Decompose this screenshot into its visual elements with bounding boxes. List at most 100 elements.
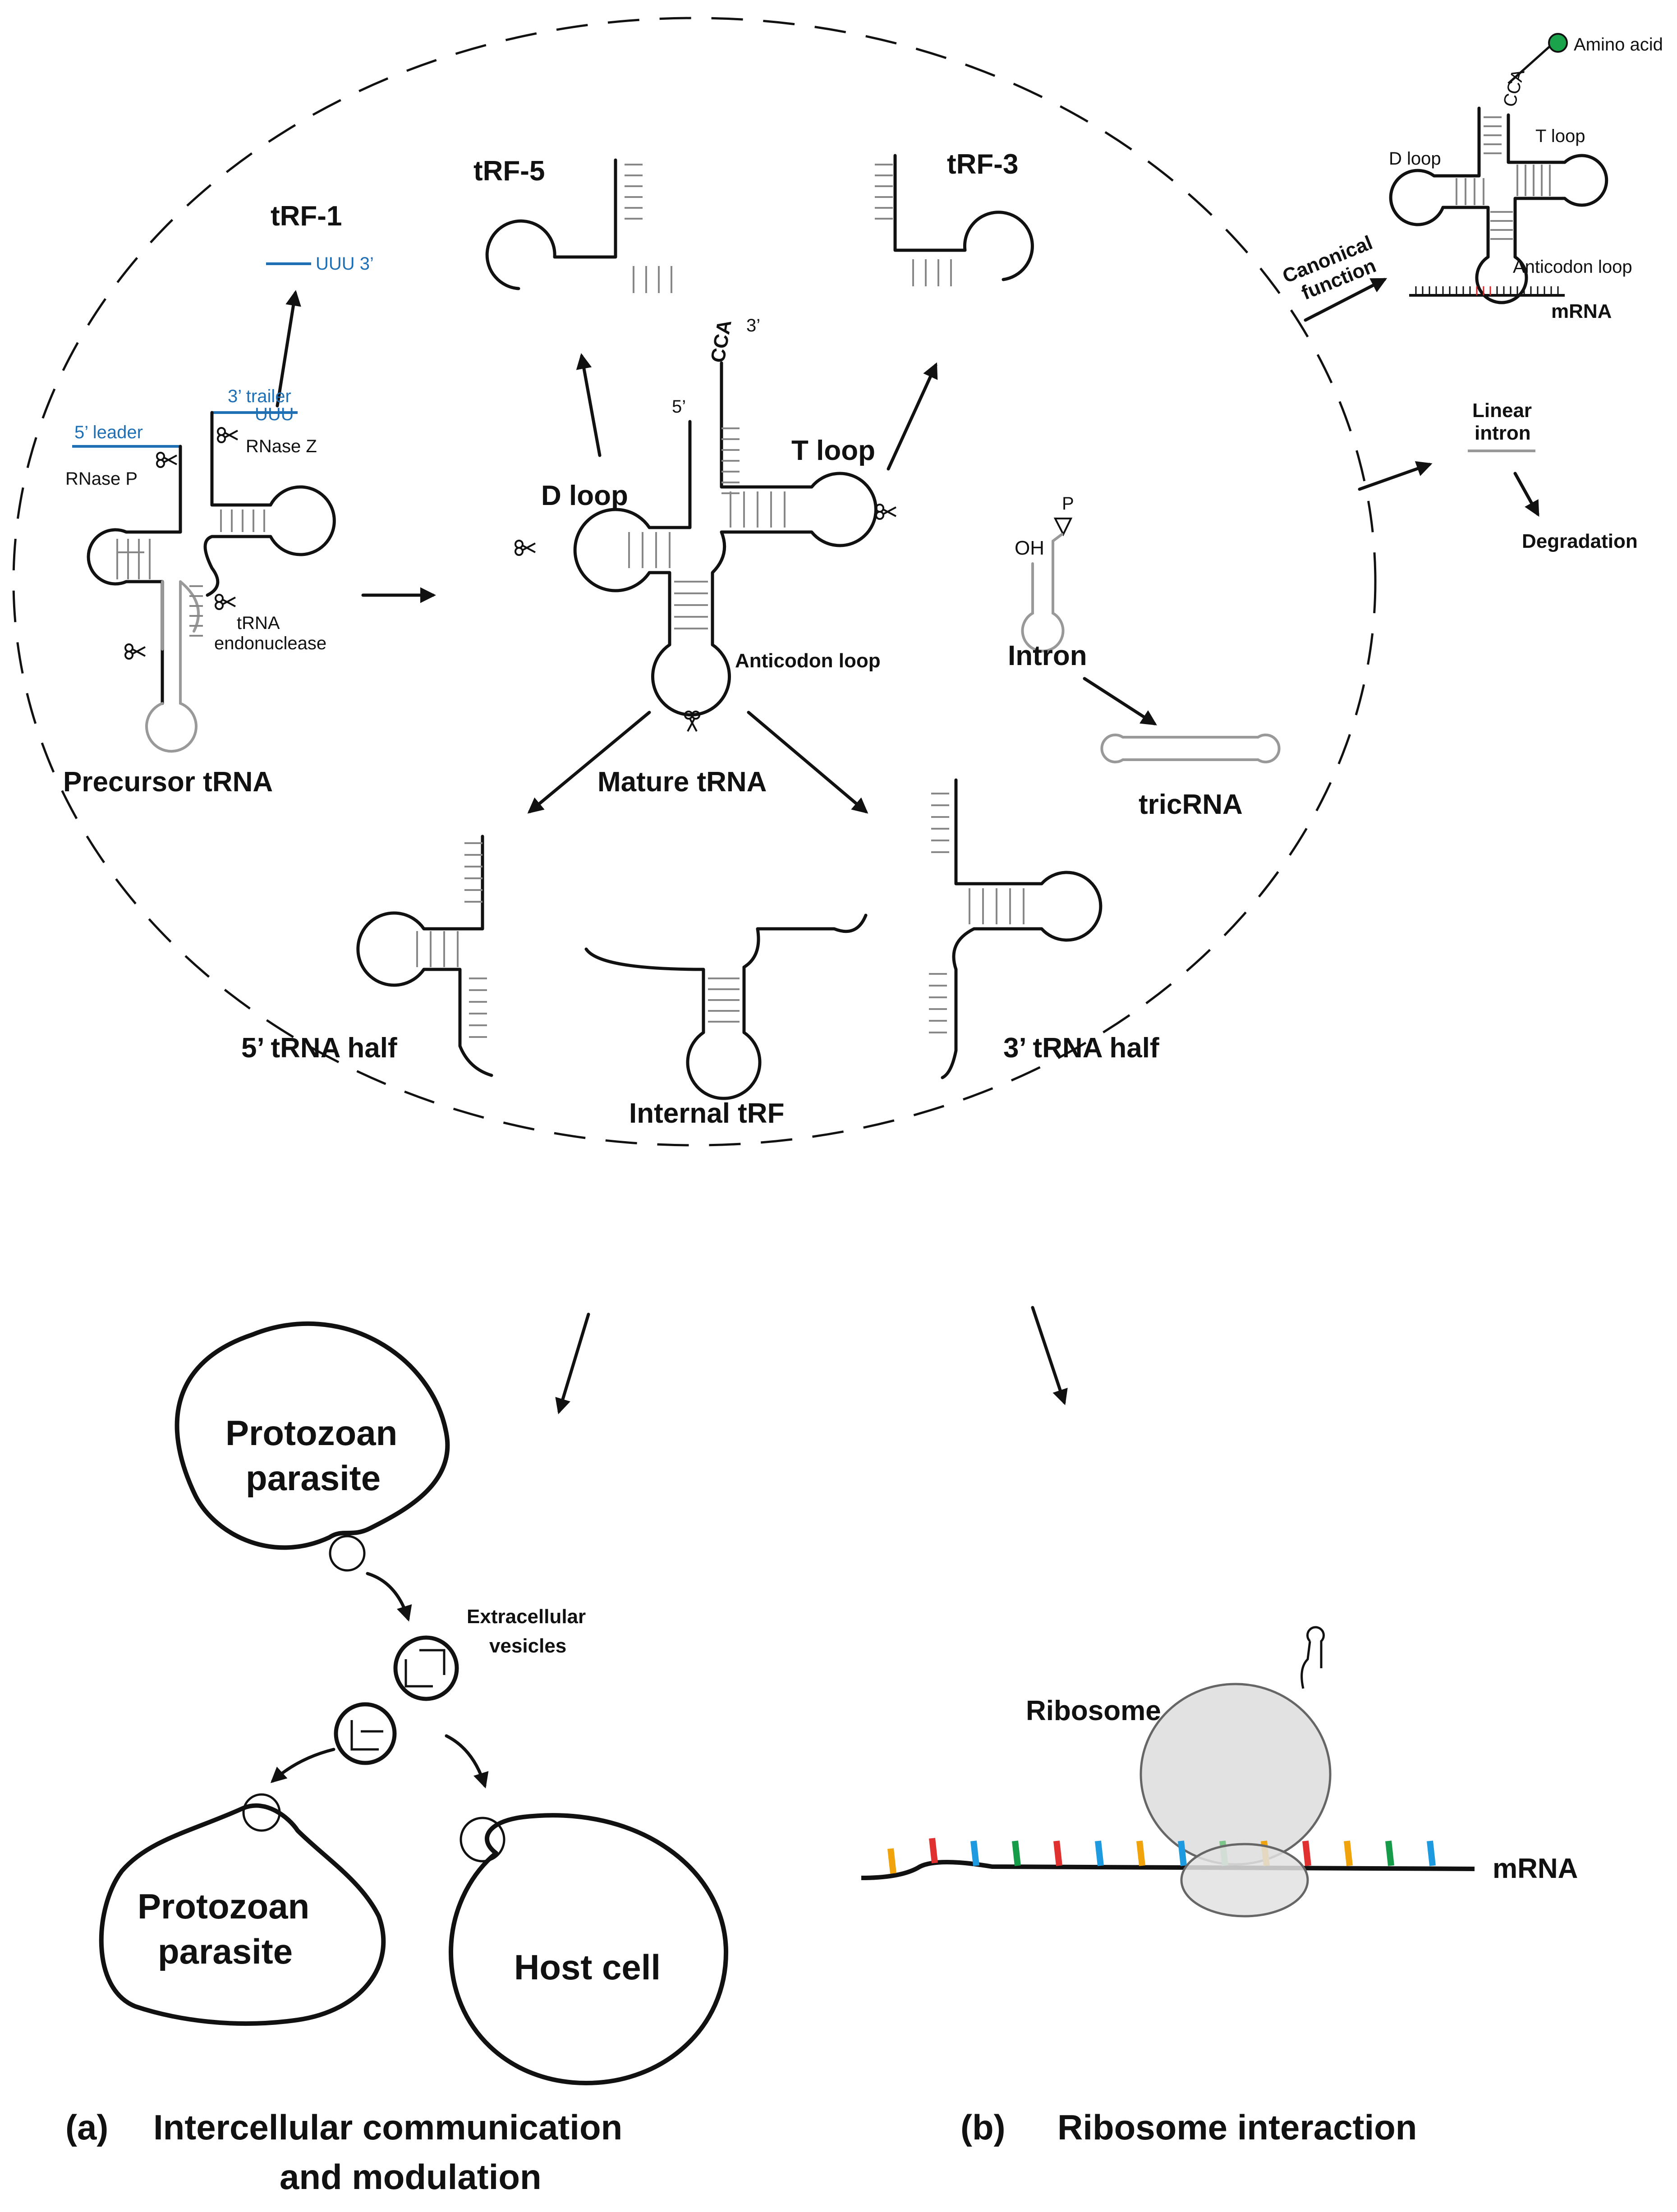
trf1-label: tRF-1 [271,201,342,232]
phosphate-icon [1053,518,1073,537]
ev-label-2: vesicles [489,1635,566,1657]
trf1-sequence: UUU 3’ [316,254,374,274]
mature-label: Mature tRNA [597,766,767,798]
codon-mark [1178,1840,1187,1866]
protozoan-label-1b: parasite [246,1458,381,1498]
five-half-strand [356,835,493,1077]
extracellular-vesicle [334,1702,397,1765]
internal-trf-strand [584,913,868,1100]
tricrna-shape [1100,734,1281,763]
linear-intron-label-1: Linear [1472,399,1532,422]
anticodon-loop-label: Anticodon loop [735,650,881,672]
scissors-icon [124,643,146,660]
mature-trna: CCA 3’ 5’ D loop T loop Anticodon loop M… [515,316,897,798]
extracellular-vesicle [393,1635,459,1701]
codon-mark [1302,1840,1311,1866]
codon-mark [1012,1840,1021,1866]
three-half-label: 3’ tRNA half [1003,1033,1159,1064]
inset-mrna-ticks [1415,286,1559,295]
bound-trf-on-ribosome [1300,1626,1325,1689]
arrow-canonical [1304,278,1388,322]
ribosome-small-subunit [1180,1843,1309,1918]
protozoan-label-2a: Protozoan [138,1886,309,1926]
inset-trna-strand [1389,106,1608,304]
budding-vesicle [329,1535,366,1572]
arrow-to-5-half [527,711,651,814]
codon-mark [1095,1840,1104,1866]
precursor-intron [145,580,198,753]
intron-p-label: P [1062,494,1074,514]
panel-a-title-1: Intercellular communication [153,2107,622,2147]
precursor-label: Precursor tRNA [63,766,273,798]
three-prime-label: 3’ [746,316,760,335]
codon-mark [970,1840,979,1866]
codon-mark [1385,1840,1394,1866]
intron: OH P Intron [1008,494,1087,671]
t-loop-label: T loop [791,435,875,466]
inset-t-loop-label: T loop [1535,126,1585,146]
precursor-3-arm [203,411,336,597]
host-cell-label: Host cell [514,1947,661,1987]
scissors-icon [215,594,236,610]
trf3-fragment: tRF-3 [893,149,1034,281]
panel-a-title-2: and modulation [280,2157,542,2197]
scissors-icon [156,452,178,468]
leader-label: 5’ leader [74,422,143,442]
five-half-label: 5’ tRNA half [241,1033,397,1064]
scissors-icon [217,427,239,443]
codon-mark [1427,1840,1436,1866]
trailer-label: 3’ trailer [228,386,291,406]
scissors-icon [515,540,536,556]
trf5-strand [485,158,617,290]
amino-acid-icon [1548,33,1568,53]
inset-anticodon-label: Anticodon loop [1513,257,1632,277]
intron-label: Intron [1008,640,1087,671]
scissors-icon [875,504,897,520]
rnase-z-label: RNase Z [246,436,317,456]
amino-acid-linker [1507,44,1552,84]
amino-acid-label: Amino acid [1574,35,1663,55]
degradation-label: Degradation [1522,530,1638,552]
arrow-intron-to-tricrna [1083,677,1157,725]
linear-intron-label-2: intron [1475,422,1531,444]
cca-label: CCA [707,318,736,364]
base-pair-ticks [116,116,1551,1038]
ribosome-label: Ribosome [1026,1695,1161,1726]
trf3-label: tRF-3 [947,149,1018,180]
arrow-to-panel-b [1031,1306,1068,1405]
trf3-strand [893,154,1034,281]
precursor-5-arm [87,445,182,705]
arrow-to-linear-intron [1358,461,1433,491]
protozoan-parasite-cell-1 [175,1321,450,1550]
tricrna-label: tricRNA [1139,789,1243,820]
mature-trna-strand [573,361,878,716]
codon-mark [887,1848,896,1874]
internal-trf: Internal tRF [584,913,868,1129]
codon-mark [1053,1840,1062,1866]
arrow-to-trf3 [887,362,938,471]
canonical-function-inset: Canonical function CCA Amino acid D loop… [1279,33,1663,322]
codon-mark [1136,1840,1145,1866]
five-prime-label: 5’ [672,397,686,417]
cell-boundary-dashed-circle [12,17,1377,1147]
arrow-to-degradation [1513,472,1539,517]
arrow-to-3-half [747,711,868,814]
ribosome-large-subunit [1139,1683,1332,1866]
vesicle-cargo [404,1649,446,1688]
panel-b-title: Ribosome interaction [1057,2107,1417,2147]
inset-cca-label: CCA [1499,67,1528,109]
arrow-to-trf5 [576,353,602,457]
inset-d-loop-label: D loop [1389,149,1441,169]
intron-strand [1021,533,1065,652]
arrow-vesicle-to-host [445,1734,489,1789]
panel-b: Ribosome mRNA (b) Ribosome interaction [861,1626,1578,2147]
rnase-p-label: RNase P [65,469,138,489]
protozoan-label-1a: Protozoan [225,1413,397,1453]
trailer-sequence: UUU [255,404,294,424]
arrow-to-panel-a [555,1313,590,1414]
three-trna-half: 3’ tRNA half [941,778,1159,1079]
mrna-label: mRNA [1493,1853,1578,1884]
mrna-strand [861,1860,1475,1880]
fusing-vesicle [242,1793,281,1832]
